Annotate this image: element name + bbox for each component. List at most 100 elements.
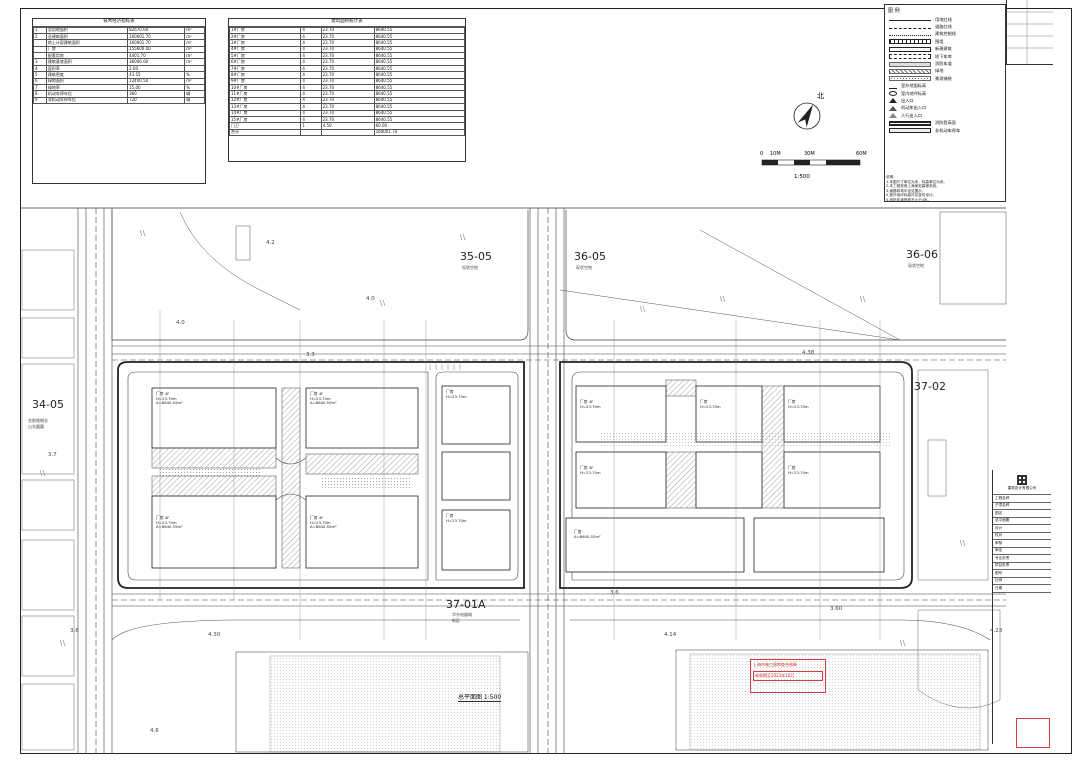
bld-name: 厂房: [700, 399, 708, 404]
west-buildings: [151, 385, 511, 571]
legend-item-label: 人行出入口: [901, 112, 922, 118]
table-cell: 12400.50: [127, 77, 186, 86]
plan-title: 总平面图 1:500: [458, 692, 502, 702]
table-cell: [184, 64, 205, 73]
legend-rows: 用地红线道路红线建筑控制线围墙新建建筑地下车库消防车道绿地景观铺装室外地面标高室…: [885, 16, 1005, 134]
bld-name: 厂房: [574, 529, 582, 534]
table-cell: 9: [33, 96, 47, 105]
note-line: 2.本工程采用上海吴淞高程系统。: [886, 184, 940, 189]
lot-37-02: 37-02: [914, 380, 946, 393]
legend-item-label: 地下车库: [935, 53, 952, 59]
legend-symbol-icon: [889, 128, 931, 134]
lot-36-05: 36-05: [574, 250, 606, 263]
table-cell: [320, 128, 375, 137]
center-road: [529, 208, 565, 754]
table-cell: 非机动车停车位: [45, 96, 129, 105]
legend-item-label: 机动车出入口: [901, 105, 927, 111]
bld-area: A=8640.55m²: [156, 524, 183, 530]
bld-height: H=23.70m: [446, 517, 467, 523]
legend-item: 出入口: [889, 97, 1005, 104]
legend-symbol-icon: [889, 54, 931, 60]
lot-37-01a: 37-01A: [446, 598, 486, 611]
bld-name: 厂房: [156, 391, 164, 396]
legend-symbol-icon: [889, 76, 931, 82]
table-cell: 8640.55: [373, 115, 466, 124]
legend-item-label: 绿地: [935, 68, 944, 74]
legend-item-label: 室内地坪标高: [901, 90, 927, 96]
bld-height: H=23.70m: [580, 403, 601, 409]
elevation-label: 4.0: [366, 296, 375, 302]
title-block-row: 设计: [993, 525, 1051, 533]
revision-block: [1006, 0, 1053, 65]
table-cell: 15.00: [127, 83, 186, 92]
table-cell: 8640.55: [373, 103, 466, 111]
elevation-label: 4.38: [802, 350, 815, 356]
bld-height: H=23.70m: [580, 469, 601, 475]
bld-height: H=23.70m: [156, 519, 177, 525]
bld-name: 厂房: [446, 513, 454, 518]
designer-stamp: [1016, 718, 1050, 748]
scale-tick-1: 10M: [770, 151, 781, 157]
company-block: 建筑设计有限公司: [993, 470, 1051, 495]
legend-symbol-icon: [889, 91, 897, 97]
lot-35-05: 35-05: [460, 250, 492, 263]
title-block-row: 总平面图: [993, 518, 1051, 525]
table-cell: 8640.55: [373, 58, 466, 66]
bld-height: H=23.70m: [446, 393, 467, 399]
legend-panel: 图 例 用地红线道路红线建筑控制线围墙新建建筑地下车库消防车道绿地景观铺装室外地…: [884, 4, 1006, 202]
north-arrow: 北: [793, 92, 824, 130]
legend-symbol-icon: [889, 84, 897, 89]
table-cell: 8640.55: [373, 96, 466, 105]
legend-item: 消防登高面: [889, 119, 1005, 126]
legend-item-label: 新建建筑: [935, 46, 952, 52]
table-cell: 43.55: [127, 71, 186, 79]
table-cell: 辆: [184, 96, 205, 105]
legend-item-label: 围墙: [935, 38, 944, 44]
bld-height: H=23.70m: [310, 519, 331, 525]
lot-36-05-desc: 现状空地: [576, 265, 592, 270]
elevation-label: 4.23: [990, 628, 1003, 634]
note-line: 1.本图尺寸单位为米，标高单位为米。: [886, 179, 947, 184]
table-cell: 合计: [228, 128, 302, 137]
legend-item: 室外地面标高: [889, 83, 1005, 90]
bld-name: 厂房: [580, 399, 588, 404]
table-cell: 160001.70: [373, 128, 466, 137]
east-buildings: [565, 385, 885, 573]
bld-name: 厂房: [788, 399, 796, 404]
table-cell: 4: [300, 103, 322, 111]
bld-floors: 4F: [318, 391, 324, 396]
elevation-label: 3.60: [830, 606, 843, 612]
legend-item-label: 室外地面标高: [901, 83, 927, 89]
table-cell: %: [184, 71, 205, 79]
approval-stamp: 上海市施工图审查合格章 有效期至2023年10月: [750, 659, 826, 693]
tech-table-title: 技术经济指标表: [33, 19, 205, 27]
table-cell: %: [184, 83, 205, 92]
legend-item-label: 出入口: [901, 97, 914, 103]
west-lots: [21, 249, 75, 751]
bld-name: 厂房: [156, 515, 164, 520]
bld-area: A=8640.55m²: [156, 400, 183, 406]
title-block-row: 工程名称: [993, 495, 1051, 503]
bld-floors: 4F: [318, 515, 324, 520]
table-cell: 8640.55: [373, 71, 466, 79]
elevation-label: 3.6: [610, 590, 619, 596]
legend-symbol-icon: [889, 61, 931, 67]
legend-item: 围墙: [889, 38, 1005, 45]
legend-item: 绿地: [889, 68, 1005, 75]
elevation-label: 4.6: [150, 728, 159, 734]
legend-symbol-icon: [889, 68, 931, 74]
bld-name: 厂房: [788, 465, 796, 470]
legend-item-label: 用地红线: [935, 16, 952, 22]
table-cell: 4: [300, 96, 322, 105]
